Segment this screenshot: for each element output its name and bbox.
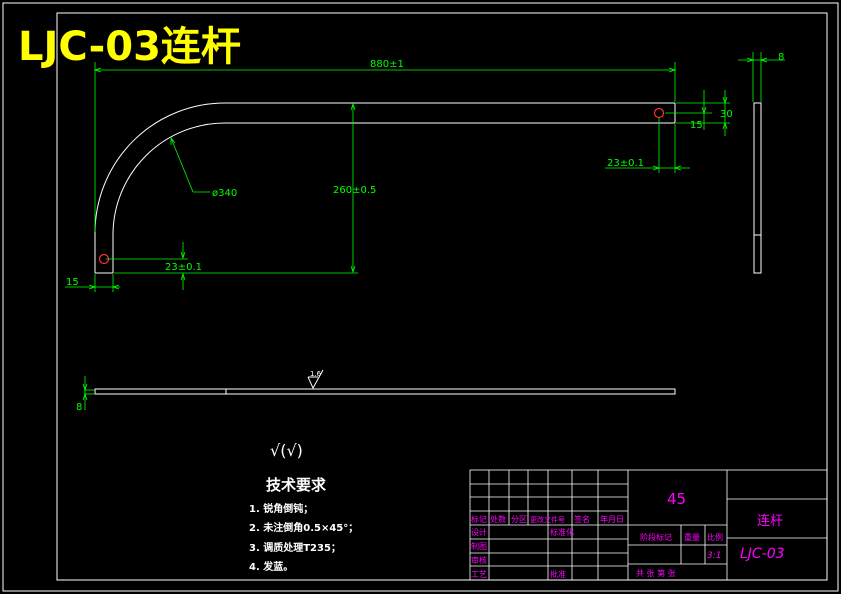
tb-label-stage-mark: 阶段标记 xyxy=(640,532,672,542)
tb-label-signature: 签名 xyxy=(574,514,590,524)
tb-material: 45 xyxy=(667,490,686,508)
tb-label-review: 审核 xyxy=(471,555,487,565)
tb-label-count: 处数 xyxy=(490,514,506,524)
tb-part-name: 连杆 xyxy=(757,513,783,529)
tb-label-design: 设计 xyxy=(471,527,487,537)
side-view xyxy=(753,102,762,274)
inner-frame xyxy=(56,12,828,581)
link-inner-contour xyxy=(112,122,675,273)
dim-radius: ø340 xyxy=(212,188,237,199)
dim-overall-length: 880±1 xyxy=(370,59,404,70)
tb-label-ratio: 比例 xyxy=(707,532,723,542)
tb-label-approve: 批准 xyxy=(550,569,566,579)
tech-req-heading: 技术要求 xyxy=(266,476,327,494)
general-roughness-symbol: √(√) xyxy=(270,441,303,460)
tb-label-standardize: 标准化 xyxy=(550,527,574,537)
tb-drawing-number: LJC-03 xyxy=(740,546,785,562)
title-block xyxy=(469,469,828,581)
tech-req-item: 1. 锐角倒钝； xyxy=(249,502,313,515)
dim-left-hole: 23±0.1 xyxy=(165,262,202,273)
dimension-texts: 880±1 260±0.5 ø340 23±0.1 15 23±0.1 15 3… xyxy=(66,52,784,413)
dim-left-margin: 15 xyxy=(66,277,79,288)
drawing-title: LJC-03连杆 xyxy=(18,24,241,70)
dim-right-30: 30 xyxy=(720,109,733,120)
dimension-lines xyxy=(65,52,785,410)
link-main-view xyxy=(94,102,676,274)
dim-bar-thickness: 8 xyxy=(76,402,82,413)
tb-label-weight: 重量 xyxy=(684,532,700,542)
tb-label-change-doc: 更改文件号 xyxy=(530,515,565,524)
dim-right-15: 15 xyxy=(690,120,703,131)
tb-label-mark: 标记 xyxy=(471,514,487,524)
tech-req-item: 4. 发蓝。 xyxy=(249,560,293,573)
tb-label-sheets: 共 张 第 张 xyxy=(636,568,676,578)
tb-scale: 3:1 xyxy=(707,551,721,561)
dim-height: 260±0.5 xyxy=(333,185,376,196)
tech-req-item: 3. 调质处理T235； xyxy=(249,541,341,554)
tb-label-process: 工艺 xyxy=(471,570,487,579)
tech-req-item: 2. 未注倒角0.5×45°； xyxy=(249,521,358,534)
dim-right-hole: 23±0.1 xyxy=(607,158,644,169)
right-hole xyxy=(653,107,665,119)
tb-label-zone: 分区 xyxy=(511,515,527,524)
roughness-mark xyxy=(307,369,324,390)
bottom-view xyxy=(94,369,676,395)
link-outer-contour xyxy=(94,102,675,273)
tb-label-drafting: 制图 xyxy=(471,541,487,551)
tb-label-date: 年月日 xyxy=(600,514,624,524)
dim-side-thickness: 8 xyxy=(778,52,784,63)
roughness-value: 1.6 xyxy=(310,370,322,378)
